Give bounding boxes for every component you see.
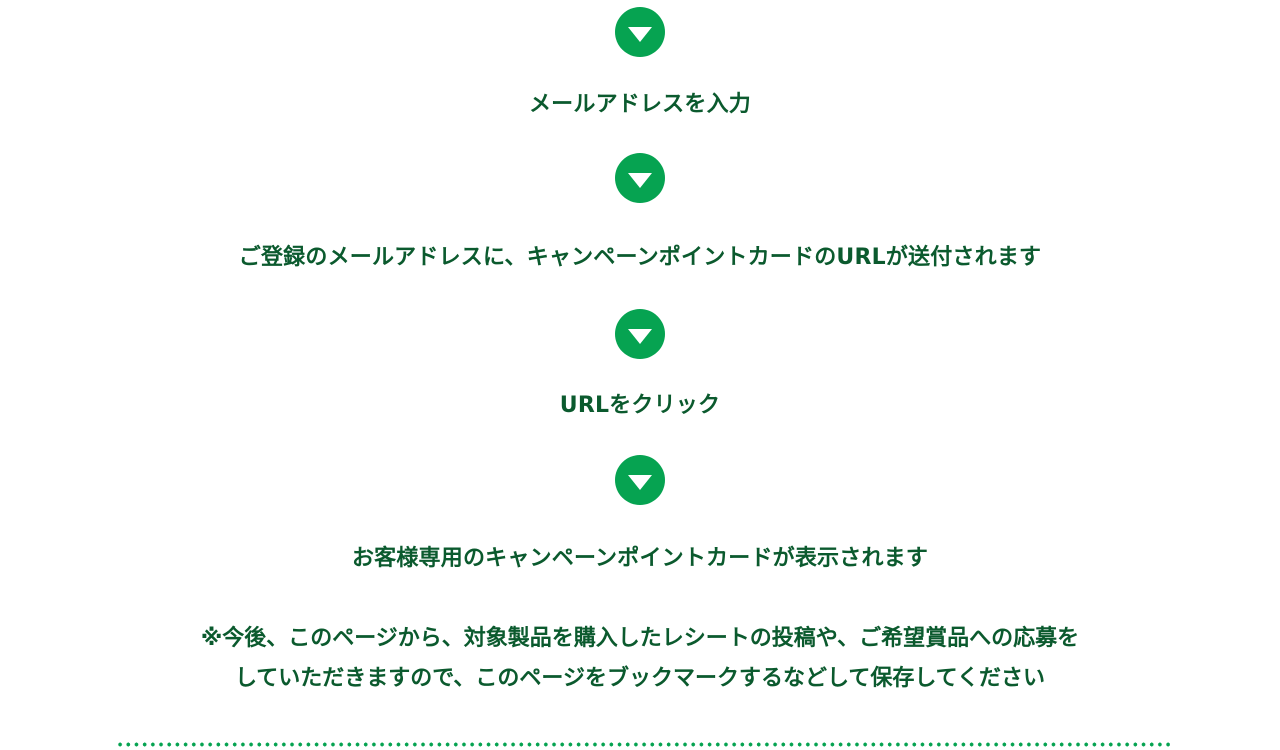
step-arrow-1	[615, 7, 665, 57]
step-arrow-3	[615, 309, 665, 359]
down-triangle-icon	[628, 329, 652, 344]
step-url-sent: ご登録のメールアドレスに、キャンペーンポイントカードのURLが送付されます	[238, 245, 1042, 270]
bookmark-note: ※今後、このページから、対象製品を購入したレシートの投稿や、ご希望賞品への応募を…	[0, 619, 1280, 699]
bookmark-note-line-2: していただきますので、このページをブックマークするなどして保存してください	[234, 666, 1046, 691]
down-triangle-icon	[628, 475, 652, 490]
down-triangle-icon	[628, 173, 652, 188]
step-arrow-2	[615, 153, 665, 203]
step-arrow-4	[615, 455, 665, 505]
dotted-divider	[116, 742, 1170, 747]
down-triangle-icon	[628, 27, 652, 42]
step-click-url: URLをクリック	[559, 393, 721, 418]
step-card-displayed: お客様専用のキャンペーンポイントカードが表示されます	[351, 546, 929, 571]
step-enter-email: メールアドレスを入力	[528, 92, 751, 117]
bookmark-note-line-1: ※今後、このページから、対象製品を購入したレシートの投稿や、ご希望賞品への応募を	[200, 626, 1080, 651]
